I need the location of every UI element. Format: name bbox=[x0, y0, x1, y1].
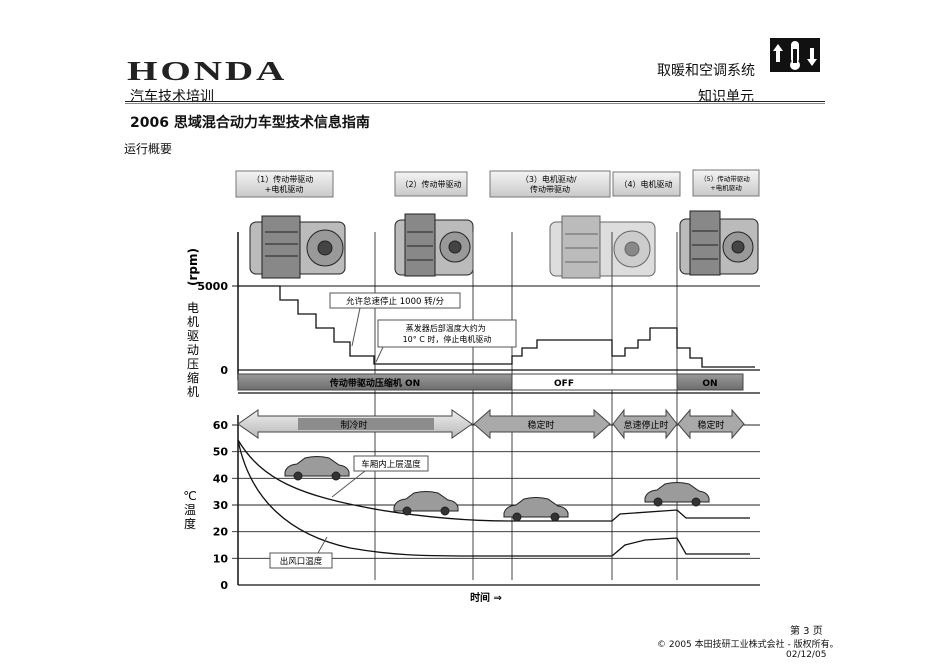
temperature-tick-label: 20 bbox=[213, 526, 229, 539]
phase-label-5-line1: （5）传动带驱动 bbox=[700, 174, 750, 183]
car-icon bbox=[284, 456, 350, 481]
temperature-tick-label: 30 bbox=[213, 499, 229, 512]
compressor-speed-line bbox=[238, 285, 755, 368]
y-label-char: 动 bbox=[187, 343, 199, 357]
legend-cabin-upper: 车厢内上层温度 bbox=[361, 459, 421, 470]
outlet-temperature-line bbox=[237, 439, 750, 557]
mode-label-cooling: 制冷时 bbox=[340, 419, 367, 431]
y-label-char: 驱 bbox=[187, 329, 199, 343]
page-number: 第 3 页 bbox=[790, 626, 823, 637]
legend-box-cabin bbox=[353, 455, 429, 472]
document-date: 02/12/05 bbox=[786, 650, 827, 660]
bottom-y-label: 温度 bbox=[184, 503, 196, 531]
mode-arrow-stable-2 bbox=[677, 408, 745, 440]
car-icon bbox=[644, 482, 710, 507]
state-on: ON bbox=[702, 379, 717, 389]
honda-logo: HONDA bbox=[127, 56, 288, 86]
bottom-y-unit: ℃ bbox=[183, 489, 196, 503]
phase-box-2 bbox=[394, 171, 468, 197]
annotation-evaporator-text: 蒸发器后部温度大约为 10° C 时，停止电机驱动 bbox=[403, 323, 492, 344]
top-y-unit: (rpm) bbox=[186, 248, 200, 286]
y-label-char: 压 bbox=[187, 357, 199, 371]
top-tick-5000: 5000 bbox=[197, 280, 228, 293]
top-chart-axes bbox=[232, 232, 760, 380]
system-title: 取暖和空调系统 bbox=[657, 63, 755, 79]
phase-label-2: （2）传动带驱动 bbox=[400, 179, 461, 189]
header-rule bbox=[125, 101, 825, 102]
compressor-icon bbox=[679, 210, 759, 276]
phase-dividers bbox=[374, 232, 678, 580]
phase-label-5-line2: +电机驱动 bbox=[710, 183, 742, 192]
compressor-state-bar: 传动带驱动压缩机 ON OFF ON bbox=[237, 373, 760, 394]
copyright: © 2005 本田技研工业株式会社 - 版权所有。 bbox=[657, 640, 839, 650]
phase-boxes: （1）传动带驱动 +电机驱动 （2）传动带驱动 （3）电机驱动/ 传动带驱动 （… bbox=[235, 169, 760, 198]
phase-box-4 bbox=[612, 171, 681, 197]
phase-label-1: （1）传动带驱动 +电机驱动 bbox=[252, 174, 316, 194]
phase-label-2-line1: （2）传动带驱动 bbox=[400, 179, 461, 189]
phase-box-5 bbox=[692, 169, 760, 197]
legend-outlet: 出风口温度 bbox=[280, 556, 323, 567]
state-off: OFF bbox=[554, 379, 574, 389]
temperature-tick-label: 0 bbox=[220, 579, 228, 592]
y-label-char: 机 bbox=[187, 315, 199, 329]
annotation-evaporator-line2: 10° C 时，停止电机驱动 bbox=[403, 334, 492, 344]
phase-box-3 bbox=[489, 170, 611, 198]
mode-arrows: 制冷时 稳定时 怠速停止时 稳定时 bbox=[237, 408, 745, 440]
x-axis-label: 时间 ⇒ bbox=[470, 591, 502, 604]
annotation-evaporator-line1: 蒸发器后部温度大约为 bbox=[406, 323, 486, 333]
top-y-label: 电机驱动压缩机 bbox=[187, 301, 199, 399]
car-icon bbox=[503, 497, 569, 522]
temperature-tick-label: 40 bbox=[213, 472, 229, 485]
bottom-chart-axes bbox=[237, 415, 760, 586]
temperature-tick-label: 60 bbox=[213, 419, 229, 432]
phase-label-3: （3）电机驱动/ 传动带驱动 bbox=[521, 174, 579, 194]
phase-box-1 bbox=[235, 170, 334, 198]
temperature-tick-label: 50 bbox=[213, 446, 229, 459]
phase-label-1-line2: +电机驱动 bbox=[265, 184, 304, 194]
mode-label-stable-2: 稳定时 bbox=[697, 419, 724, 431]
mode-label-idle-stop: 怠速停止时 bbox=[623, 419, 668, 431]
y-label-char: 温 bbox=[184, 503, 196, 517]
y-label-char: 机 bbox=[187, 385, 199, 399]
y-label-char: 缩 bbox=[187, 370, 199, 385]
legend-box-outlet bbox=[269, 552, 333, 569]
compressor-icon bbox=[549, 215, 656, 279]
cabin-upper-temperature-line bbox=[237, 439, 750, 522]
top-tick-0: 0 bbox=[220, 364, 228, 377]
y-label-char: 电 bbox=[187, 301, 199, 315]
temperature-ticks: 0 10 20 30 40 50 60 bbox=[213, 419, 229, 592]
y-label-char: 度 bbox=[184, 516, 196, 531]
phase-label-4-line1: （4）电机驱动 bbox=[619, 179, 672, 189]
thermometer-arrows-icon bbox=[770, 38, 820, 72]
document-title: 2006 思域混合动力车型技术信息指南 bbox=[130, 115, 370, 131]
mode-arrow-stable bbox=[473, 408, 611, 440]
phase-label-4: （4）电机驱动 bbox=[619, 179, 672, 189]
legend-leader-cabin bbox=[331, 470, 366, 498]
state-belt-on: 传动带驱动压缩机 ON bbox=[329, 377, 420, 389]
header-rule-secondary bbox=[125, 103, 825, 104]
car-icon bbox=[393, 491, 459, 516]
phase-label-3-line2: 传动带驱动 bbox=[530, 184, 570, 194]
compressor-icon bbox=[249, 215, 346, 279]
phase-label-1-line1: （1）传动带驱动 bbox=[252, 174, 313, 184]
phase-label-5: （5）传动带驱动 +电机驱动 bbox=[700, 174, 752, 192]
compressor-illustrations bbox=[249, 210, 759, 279]
mode-arrow-idle-stop bbox=[612, 408, 678, 440]
mode-label-stable: 稳定时 bbox=[527, 419, 554, 431]
annotation-idle-stop: 允许怠速停止 1000 转/分 bbox=[329, 292, 461, 347]
annotation-idle-stop-text: 允许怠速停止 1000 转/分 bbox=[346, 296, 444, 307]
temperature-tick-label: 10 bbox=[213, 552, 229, 565]
section-title: 运行概要 bbox=[124, 142, 173, 156]
compressor-icon bbox=[394, 213, 474, 277]
legend-leader-outlet bbox=[317, 536, 328, 554]
annotation-evaporator: 蒸发器后部温度大约为 10° C 时，停止电机驱动 bbox=[375, 319, 517, 363]
phase-label-3-line1: （3）电机驱动/ bbox=[521, 174, 577, 184]
